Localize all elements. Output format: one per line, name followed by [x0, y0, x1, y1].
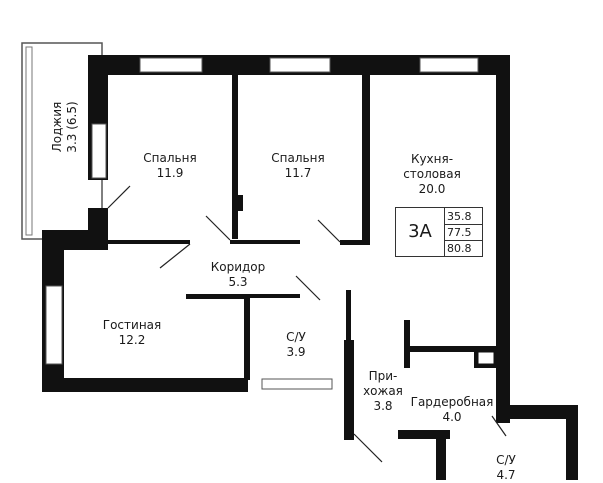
room-name: Гостиная — [102, 318, 162, 332]
apartment-areas: 35.8 77.5 80.8 — [445, 209, 482, 256]
area-total: 77.5 — [445, 224, 482, 240]
room-name-line1: Кухня- — [410, 152, 454, 166]
room-area: 3.8 — [373, 399, 393, 413]
apartment-badge: 3А 35.8 77.5 80.8 — [395, 207, 483, 257]
room-area: 3.3 (6.5) — [65, 101, 79, 153]
room-name: Гардеробная — [410, 395, 494, 409]
room-name: Лоджия — [50, 101, 64, 153]
room-label-kitchen: Кухня- столовая 20.0 — [392, 152, 472, 197]
room-name: Коридор — [210, 260, 266, 274]
room-area: 4.7 — [496, 468, 516, 482]
room-area: 3.9 — [286, 345, 306, 359]
bathroom-fixture — [477, 351, 495, 365]
room-name: С/У — [496, 453, 516, 467]
apartment-type: 3А — [396, 208, 445, 256]
room-area: 12.2 — [118, 333, 146, 347]
area-with-loggia: 80.8 — [445, 240, 482, 256]
room-area: 11.9 — [156, 166, 184, 180]
room-area: 20.0 — [418, 182, 446, 196]
room-name: Спальня — [271, 151, 325, 165]
room-label-bedroom-1: Спальня 11.9 — [130, 151, 210, 181]
room-label-corridor: Коридор 5.3 — [198, 260, 278, 290]
room-name: Спальня — [143, 151, 197, 165]
area-living: 35.8 — [447, 210, 472, 223]
room-label-wardrobe: Гардеробная 4.0 — [402, 395, 502, 425]
door-swings — [107, 185, 507, 463]
room-area: 4.0 — [442, 410, 462, 424]
room-label-bedroom-2: Спальня 11.7 — [258, 151, 338, 181]
room-name-line1: При- — [368, 369, 398, 383]
room-name-line2: столовая — [403, 167, 461, 181]
room-label-bathroom-1: С/У 3.9 — [256, 330, 336, 360]
room-label-hallway: При- хожая 3.8 — [343, 369, 423, 414]
windows — [45, 57, 479, 390]
room-area: 11.7 — [284, 166, 312, 180]
room-label-living: Гостиная 12.2 — [92, 318, 172, 348]
room-area: 5.3 — [228, 275, 248, 289]
room-name-line2: хожая — [363, 384, 403, 398]
room-label-bathroom-2: С/У 4.7 — [466, 453, 546, 483]
room-name: С/У — [286, 330, 306, 344]
room-label-loggia: Лоджия 3.3 (6.5) — [50, 87, 80, 167]
